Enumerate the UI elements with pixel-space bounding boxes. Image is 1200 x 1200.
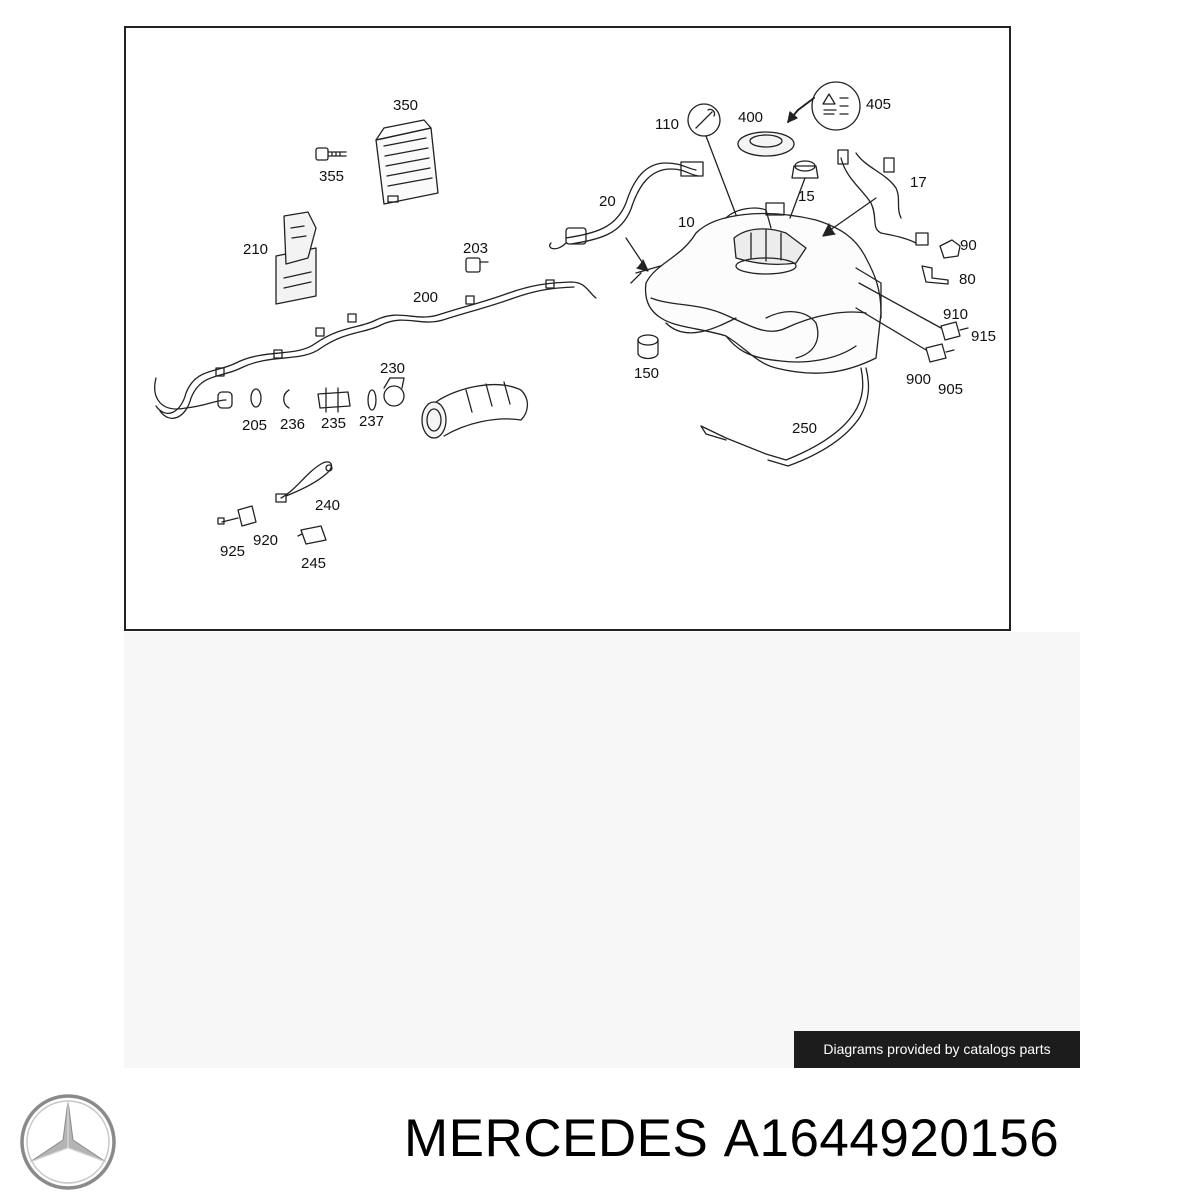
mounting-clip (383, 377, 405, 407)
callout-400: 400 (738, 109, 763, 126)
callout-210: 210 (243, 241, 268, 258)
hose-connector (217, 391, 233, 409)
callout-245: 245 (301, 555, 326, 572)
diagram-background (124, 632, 1080, 1068)
filler-pipe (421, 381, 529, 439)
fuel-tank (644, 202, 882, 374)
service-symbol (687, 103, 742, 229)
callout-355: 355 (319, 168, 344, 185)
callout-15: 15 (798, 188, 815, 205)
callout-405: 405 (866, 96, 891, 113)
fitting (317, 387, 351, 413)
callout-236: 236 (280, 416, 305, 433)
retaining-clip (283, 389, 290, 409)
callout-915: 915 (971, 328, 996, 345)
vent-line (549, 161, 704, 250)
callout-80: 80 (959, 271, 976, 288)
damper (637, 334, 659, 360)
callout-17: 17 (910, 174, 927, 191)
parts-diagram: 350 355 210 203 200 230 205 236 235 237 … (124, 26, 1011, 631)
wiring-harness (822, 149, 929, 246)
callout-905: 905 (938, 381, 963, 398)
callout-900: 900 (906, 371, 931, 388)
callout-150: 150 (634, 365, 659, 382)
callout-200: 200 (413, 289, 438, 306)
lock-ring (737, 131, 795, 157)
callout-350: 350 (393, 97, 418, 114)
callout-250: 250 (792, 420, 817, 437)
watermark-banner: Diagrams provided by catalogs parts (794, 1031, 1080, 1068)
hose-end (154, 377, 227, 410)
hose (155, 281, 597, 414)
o-ring (250, 388, 262, 408)
warning-label (787, 81, 861, 131)
holder (297, 525, 327, 545)
bracket (275, 211, 317, 305)
ecu-module (375, 119, 439, 205)
callout-90: 90 (960, 237, 977, 254)
nut (939, 239, 961, 259)
part-number: A1644920156 (723, 1109, 1060, 1168)
parts-diagram-drawing: 350 355 210 203 200 230 205 236 235 237 … (154, 81, 996, 572)
callout-205: 205 (242, 417, 267, 434)
callout-20: 20 (599, 193, 616, 210)
callout-230: 230 (380, 360, 405, 377)
sensor-cable (275, 461, 333, 503)
callout-110: 110 (655, 116, 679, 133)
connector-920 (217, 505, 257, 527)
bracket-80 (921, 265, 949, 285)
bolt (315, 147, 347, 161)
seal-ring (367, 389, 377, 411)
callout-925: 925 (220, 543, 245, 560)
callout-235: 235 (321, 415, 346, 432)
hose-clamps (215, 279, 555, 377)
hose-outline (159, 286, 575, 419)
callout-920: 920 (253, 532, 278, 549)
callout-910: 910 (943, 306, 968, 323)
mercedes-star-icon (16, 1090, 120, 1194)
part-caption: MERCEDES A1644920156 (404, 1108, 1059, 1178)
callout-203: 203 (463, 240, 488, 257)
callout-240: 240 (315, 497, 340, 514)
sensor-910 (858, 282, 969, 341)
watermark-text: Diagrams provided by catalogs parts (823, 1041, 1051, 1057)
cap (789, 160, 819, 219)
sensor-900 (855, 307, 955, 363)
callout-237: 237 (359, 413, 384, 430)
callout-10: 10 (678, 214, 695, 231)
strap (700, 367, 870, 467)
clip (465, 257, 489, 273)
brand-name: MERCEDES (404, 1109, 709, 1168)
